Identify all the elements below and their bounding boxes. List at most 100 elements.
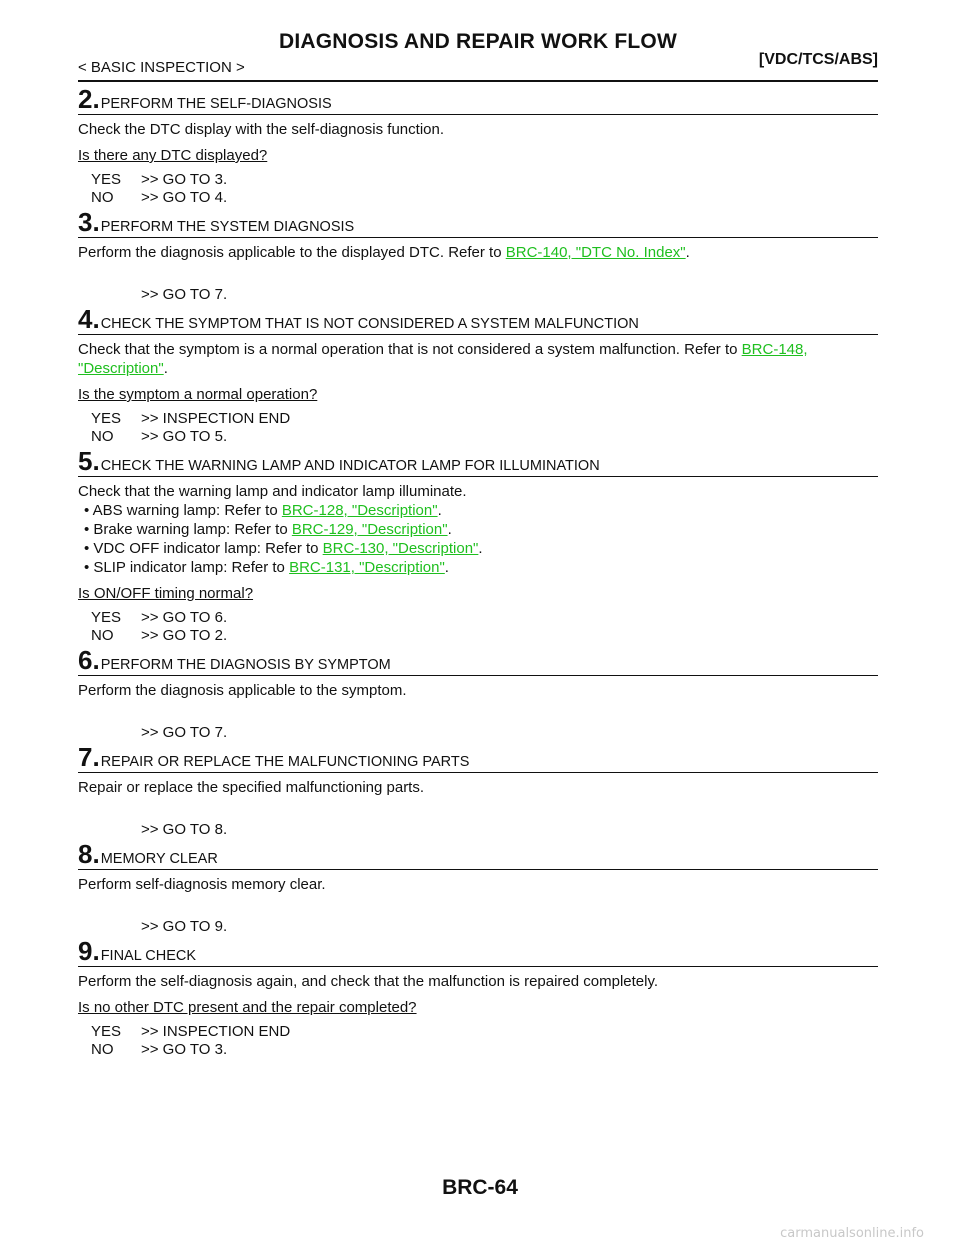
step-title: CHECK THE SYMPTOM THAT IS NOT CONSIDERED…: [100, 316, 639, 332]
step-body: Perform the diagnosis applicable to the …: [78, 682, 407, 699]
answer-value: >> GO TO 4.: [141, 189, 228, 206]
step-number: 2.: [78, 84, 100, 114]
step-body: Perform the self-diagnosis again, and ch…: [78, 973, 659, 990]
step-9-heading: 9. FINAL CHECK: [78, 936, 878, 967]
answer-value: >> INSPECTION END: [141, 410, 291, 427]
step-question: Is there any DTC displayed?: [78, 147, 268, 164]
step-number: 9.: [78, 936, 100, 966]
step-question: Is ON/OFF timing normal?: [78, 585, 254, 602]
answer-value: >> GO TO 6.: [141, 609, 228, 626]
body-text-end: .: [163, 360, 168, 377]
body-text-end: .: [685, 244, 690, 261]
step-question: Is no other DTC present and the repair c…: [78, 999, 417, 1016]
answer-key: YES: [91, 609, 122, 626]
goto-instruction: >> GO TO 7.: [141, 286, 228, 303]
answer-key: NO: [91, 1041, 114, 1058]
answer-no: NO >> GO TO 2.: [91, 627, 878, 645]
step-title: CHECK THE WARNING LAMP AND INDICATOR LAM…: [100, 458, 600, 474]
answer-no: NO >> GO TO 5.: [91, 428, 878, 446]
reference-link[interactable]: BRC-148,: [741, 341, 808, 358]
step-3: 3. PERFORM THE SYSTEM DIAGNOSIS Perform …: [78, 207, 878, 304]
goto-instruction: >> GO TO 7.: [141, 724, 228, 741]
step-number: 3.: [78, 207, 100, 237]
answer-no: NO >> GO TO 4.: [91, 189, 878, 207]
step-body: Repair or replace the specified malfunct…: [78, 779, 425, 796]
reference-link[interactable]: BRC-128, "Description": [281, 502, 438, 519]
bullet-item: • ABS warning lamp: Refer to BRC-128, "D…: [78, 501, 878, 520]
header-row: < BASIC INSPECTION > [VDC/TCS/ABS]: [78, 51, 878, 79]
bullet-text-end: .: [478, 540, 483, 557]
step-body: Check the DTC display with the self-diag…: [78, 121, 445, 138]
header-divider: [78, 80, 878, 82]
step-4-heading: 4. CHECK THE SYMPTOM THAT IS NOT CONSIDE…: [78, 304, 878, 335]
step-title: PERFORM THE DIAGNOSIS BY SYMPTOM: [100, 657, 391, 673]
step-title: REPAIR OR REPLACE THE MALFUNCTIONING PAR…: [100, 754, 470, 770]
step-5-heading: 5. CHECK THE WARNING LAMP AND INDICATOR …: [78, 446, 878, 477]
body-text: Perform the diagnosis applicable to the …: [78, 244, 506, 261]
step-7-heading: 7. REPAIR OR REPLACE THE MALFUNCTIONING …: [78, 742, 878, 773]
reference-link[interactable]: BRC-130, "Description": [322, 540, 479, 557]
bullet-item: • SLIP indicator lamp: Refer to BRC-131,…: [78, 558, 878, 577]
bullet-text: • SLIP indicator lamp: Refer to: [84, 559, 290, 576]
step-number: 5.: [78, 446, 100, 476]
answer-key: YES: [91, 171, 122, 188]
answer-value: >> GO TO 5.: [141, 428, 228, 445]
step-3-heading: 3. PERFORM THE SYSTEM DIAGNOSIS: [78, 207, 878, 238]
step-2: 2. PERFORM THE SELF-DIAGNOSIS Check the …: [78, 84, 878, 207]
step-number: 8.: [78, 839, 100, 869]
answer-yes: YES >> INSPECTION END: [91, 1023, 878, 1041]
bullet-text: • Brake warning lamp: Refer to: [84, 521, 292, 538]
answer-value: >> GO TO 3.: [141, 1041, 228, 1058]
step-body: Perform the diagnosis applicable to the …: [78, 243, 878, 262]
step-title: FINAL CHECK: [100, 948, 197, 964]
reference-link[interactable]: BRC-129, "Description": [291, 521, 448, 538]
answer-yes: YES >> GO TO 6.: [91, 609, 878, 627]
answer-yes: YES >> INSPECTION END: [91, 410, 878, 428]
answer-list: YES >> GO TO 3. NO >> GO TO 4.: [78, 171, 878, 207]
answer-no: NO >> GO TO 3.: [91, 1041, 878, 1059]
answer-key: YES: [91, 410, 122, 427]
step-title: PERFORM THE SELF-DIAGNOSIS: [100, 96, 332, 112]
step-number: 6.: [78, 645, 100, 675]
step-2-heading: 2. PERFORM THE SELF-DIAGNOSIS: [78, 84, 878, 115]
answer-list: YES >> INSPECTION END NO >> GO TO 5.: [78, 410, 878, 446]
watermark: carmanualsonline.info: [780, 1226, 924, 1241]
work-flow-content: 2. PERFORM THE SELF-DIAGNOSIS Check the …: [78, 84, 878, 1059]
step-number: 4.: [78, 304, 100, 334]
step-body: Perform self-diagnosis memory clear.: [78, 876, 326, 893]
answer-yes: YES >> GO TO 3.: [91, 171, 878, 189]
step-title: PERFORM THE SYSTEM DIAGNOSIS: [100, 219, 355, 235]
bullet-text: • VDC OFF indicator lamp: Refer to: [84, 540, 323, 557]
step-7: 7. REPAIR OR REPLACE THE MALFUNCTIONING …: [78, 742, 878, 839]
step-question: Is the symptom a normal operation?: [78, 386, 318, 403]
reference-link[interactable]: BRC-131, "Description": [289, 559, 445, 576]
answer-value: >> GO TO 3.: [141, 171, 228, 188]
bullet-text: • ABS warning lamp: Refer to: [84, 502, 282, 519]
step-9: 9. FINAL CHECK Perform the self-diagnosi…: [78, 936, 878, 1059]
bullet-text-end: .: [447, 521, 452, 538]
step-6: 6. PERFORM THE DIAGNOSIS BY SYMPTOM Perf…: [78, 645, 878, 742]
step-5: 5. CHECK THE WARNING LAMP AND INDICATOR …: [78, 446, 878, 645]
answer-key: YES: [91, 1023, 122, 1040]
body-text: Check that the symptom is a normal opera…: [78, 341, 742, 358]
answer-key: NO: [91, 189, 114, 206]
step-8: 8. MEMORY CLEAR Perform self-diagnosis m…: [78, 839, 878, 936]
step-8-heading: 8. MEMORY CLEAR: [78, 839, 878, 870]
reference-link[interactable]: BRC-140, "DTC No. Index": [505, 244, 686, 261]
section-label: < BASIC INSPECTION >: [78, 59, 245, 76]
page-header: DIAGNOSIS AND REPAIR WORK FLOW < BASIC I…: [78, 30, 878, 79]
step-number: 7.: [78, 742, 100, 772]
goto-instruction: >> GO TO 8.: [141, 821, 228, 838]
answer-list: YES >> GO TO 6. NO >> GO TO 2.: [78, 609, 878, 645]
bullet-text-end: .: [444, 559, 449, 576]
answer-value: >> GO TO 2.: [141, 627, 228, 644]
step-title: MEMORY CLEAR: [100, 851, 218, 867]
document-title: DIAGNOSIS AND REPAIR WORK FLOW: [279, 30, 677, 53]
page-number: BRC-64: [442, 1176, 518, 1199]
reference-link-continued[interactable]: "Description": [78, 360, 164, 377]
answer-list: YES >> INSPECTION END NO >> GO TO 3.: [78, 1023, 878, 1059]
goto-instruction: >> GO TO 9.: [141, 918, 228, 935]
system-label: [VDC/TCS/ABS]: [758, 51, 878, 68]
step-6-heading: 6. PERFORM THE DIAGNOSIS BY SYMPTOM: [78, 645, 878, 676]
answer-key: NO: [91, 428, 114, 445]
